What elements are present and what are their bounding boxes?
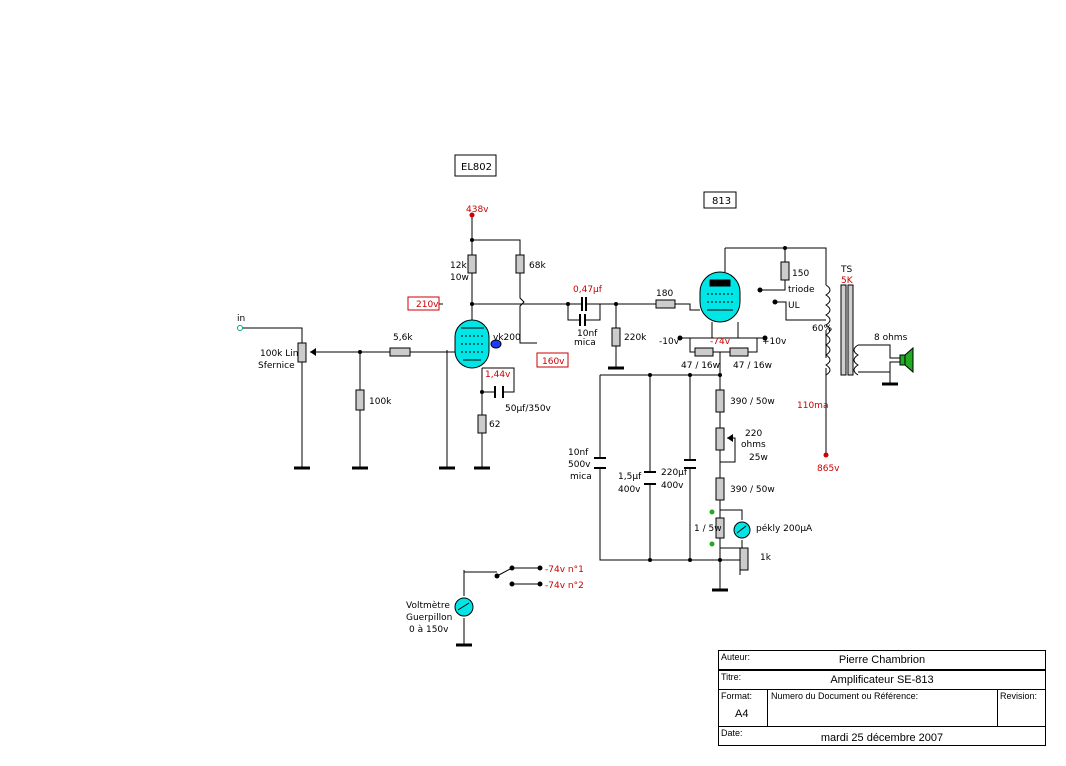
coupling-cap-label: 0,47µf	[573, 285, 603, 295]
switch-ul-label: UL	[788, 301, 800, 311]
date-value: mardi 25 décembre 2007	[820, 732, 944, 744]
revision-label: Revision:	[1000, 691, 1038, 701]
screen-150-label: 150	[792, 269, 809, 279]
bias-390-top-label: 390 / 50w	[730, 397, 775, 407]
bias-1k-label: 1k	[760, 553, 772, 563]
transformer-name: TS	[840, 265, 852, 275]
output-transformer	[825, 284, 859, 376]
plate-voltage-box	[407, 296, 440, 311]
date-label: Date:	[721, 728, 743, 738]
plate-voltage: 210v	[416, 300, 439, 310]
voltmeter-label-2: Guerpillon	[406, 613, 452, 623]
output-grid-leak-label: 220k	[624, 333, 647, 343]
filter-1-5-voltage: 400v	[618, 485, 641, 495]
bias-selector-2: -74v n°2	[545, 581, 584, 591]
voltmeter-label-3: 0 à 150v	[409, 625, 449, 635]
driver-tube-label: EL802	[461, 162, 492, 173]
cathode-resistor-label: 62	[489, 420, 500, 430]
plate-resistor-value: 12k	[450, 261, 467, 271]
bias-pot-watts: 25w	[749, 453, 768, 463]
bias-390-bottom-label: 390 / 50w	[730, 485, 775, 495]
cathode-voltage: 1,44v	[485, 370, 511, 380]
cathode-bypass-label: 50µf/350v	[505, 404, 552, 414]
volume-pot-value: 100k Lin	[260, 349, 298, 359]
pekly-meter-label: pékly 200µA	[756, 523, 813, 534]
output-tube-label-box	[703, 191, 737, 209]
format-divider	[767, 690, 768, 726]
grid-leak-label: 100k	[369, 397, 392, 407]
output-tube-label: 813	[712, 196, 731, 207]
screen-voltage: 160v	[542, 357, 565, 367]
grid-stopper-label: 5,6k	[393, 333, 413, 343]
output-tube-813	[699, 271, 741, 323]
transformer-tap: 60%	[812, 324, 832, 334]
heater-label: vk200	[493, 333, 521, 343]
title-block: Auteur: Pierre Chambrion Titre: Amplific…	[718, 650, 1046, 746]
title-label: Titre:	[721, 672, 742, 682]
transformer-impedance: 5K	[841, 276, 854, 286]
revision-divider	[997, 690, 998, 726]
minus10-label: -10v	[659, 337, 680, 347]
junctions	[358, 238, 787, 587]
screen-voltage-box	[536, 352, 569, 368]
filter-10nf-type: mica	[570, 472, 592, 482]
date-row: Date: mardi 25 décembre 2007	[718, 726, 1046, 746]
pekly-meter-icon	[733, 521, 751, 539]
test-points	[237, 212, 829, 547]
author-value: Pierre Chambrion	[838, 654, 926, 666]
input-label: in	[237, 314, 245, 324]
bias-pot-value: 220	[745, 429, 762, 439]
speaker-icon	[899, 346, 914, 374]
filter-220-voltage: 400v	[661, 481, 684, 491]
speaker-impedance: 8 ohms	[874, 333, 908, 343]
author-label: Auteur:	[721, 652, 751, 662]
filter-10nf-value: 10nf	[568, 448, 589, 458]
docnum-label: Numero du Document ou Référence:	[771, 691, 919, 701]
sense-left-label: 47 / 16w	[681, 361, 720, 371]
ground-symbols	[294, 366, 898, 647]
filter-10nf-voltage: 500v	[568, 460, 591, 470]
title-value: Amplificateur SE-813	[830, 674, 934, 686]
title-row: Titre: Amplificateur SE-813	[718, 670, 1046, 690]
screen-resistor-label: 68k	[529, 261, 546, 271]
mica-cap-type: mica	[574, 338, 596, 348]
output-bplus-voltage: 865v	[817, 464, 840, 474]
volume-pot-brand: Sfernice	[258, 361, 295, 371]
voltmeter-label-1: Voltmètre	[406, 600, 450, 611]
format-row: Format: A4 Numero du Document ou Référen…	[718, 689, 1046, 727]
output-current: 110ma	[797, 401, 828, 411]
capacitors	[494, 297, 696, 485]
filter-220-value: 220µf	[661, 468, 688, 478]
voltmeter-icon	[454, 597, 474, 617]
sense-right-label: 47 / 16w	[733, 361, 772, 371]
driver-bplus-voltage: 438v	[466, 205, 489, 215]
plus10-label: +10v	[762, 337, 787, 347]
pot-wipers	[310, 348, 733, 442]
g2-stopper-label: 180	[656, 289, 673, 299]
format-value: A4	[735, 708, 749, 720]
switch-triode-label: triode	[788, 285, 815, 295]
author-row: Auteur: Pierre Chambrion	[718, 650, 1046, 670]
bias-shunt-label: 1 / 5w	[694, 524, 722, 534]
resistors	[297, 254, 790, 571]
bias-selector-1: -74v n°1	[545, 565, 584, 575]
mica-cap-value: 10nf	[577, 329, 598, 339]
driver-tube-el802	[454, 319, 502, 369]
bias-voltage-top: -74v	[710, 337, 731, 347]
format-label: Format:	[721, 691, 753, 701]
plate-resistor-watts: 10w	[450, 273, 469, 283]
driver-tube-label-box	[454, 154, 497, 177]
bias-pot-unit: ohms	[741, 440, 766, 450]
filter-1-5-value: 1,5µf	[618, 472, 642, 482]
